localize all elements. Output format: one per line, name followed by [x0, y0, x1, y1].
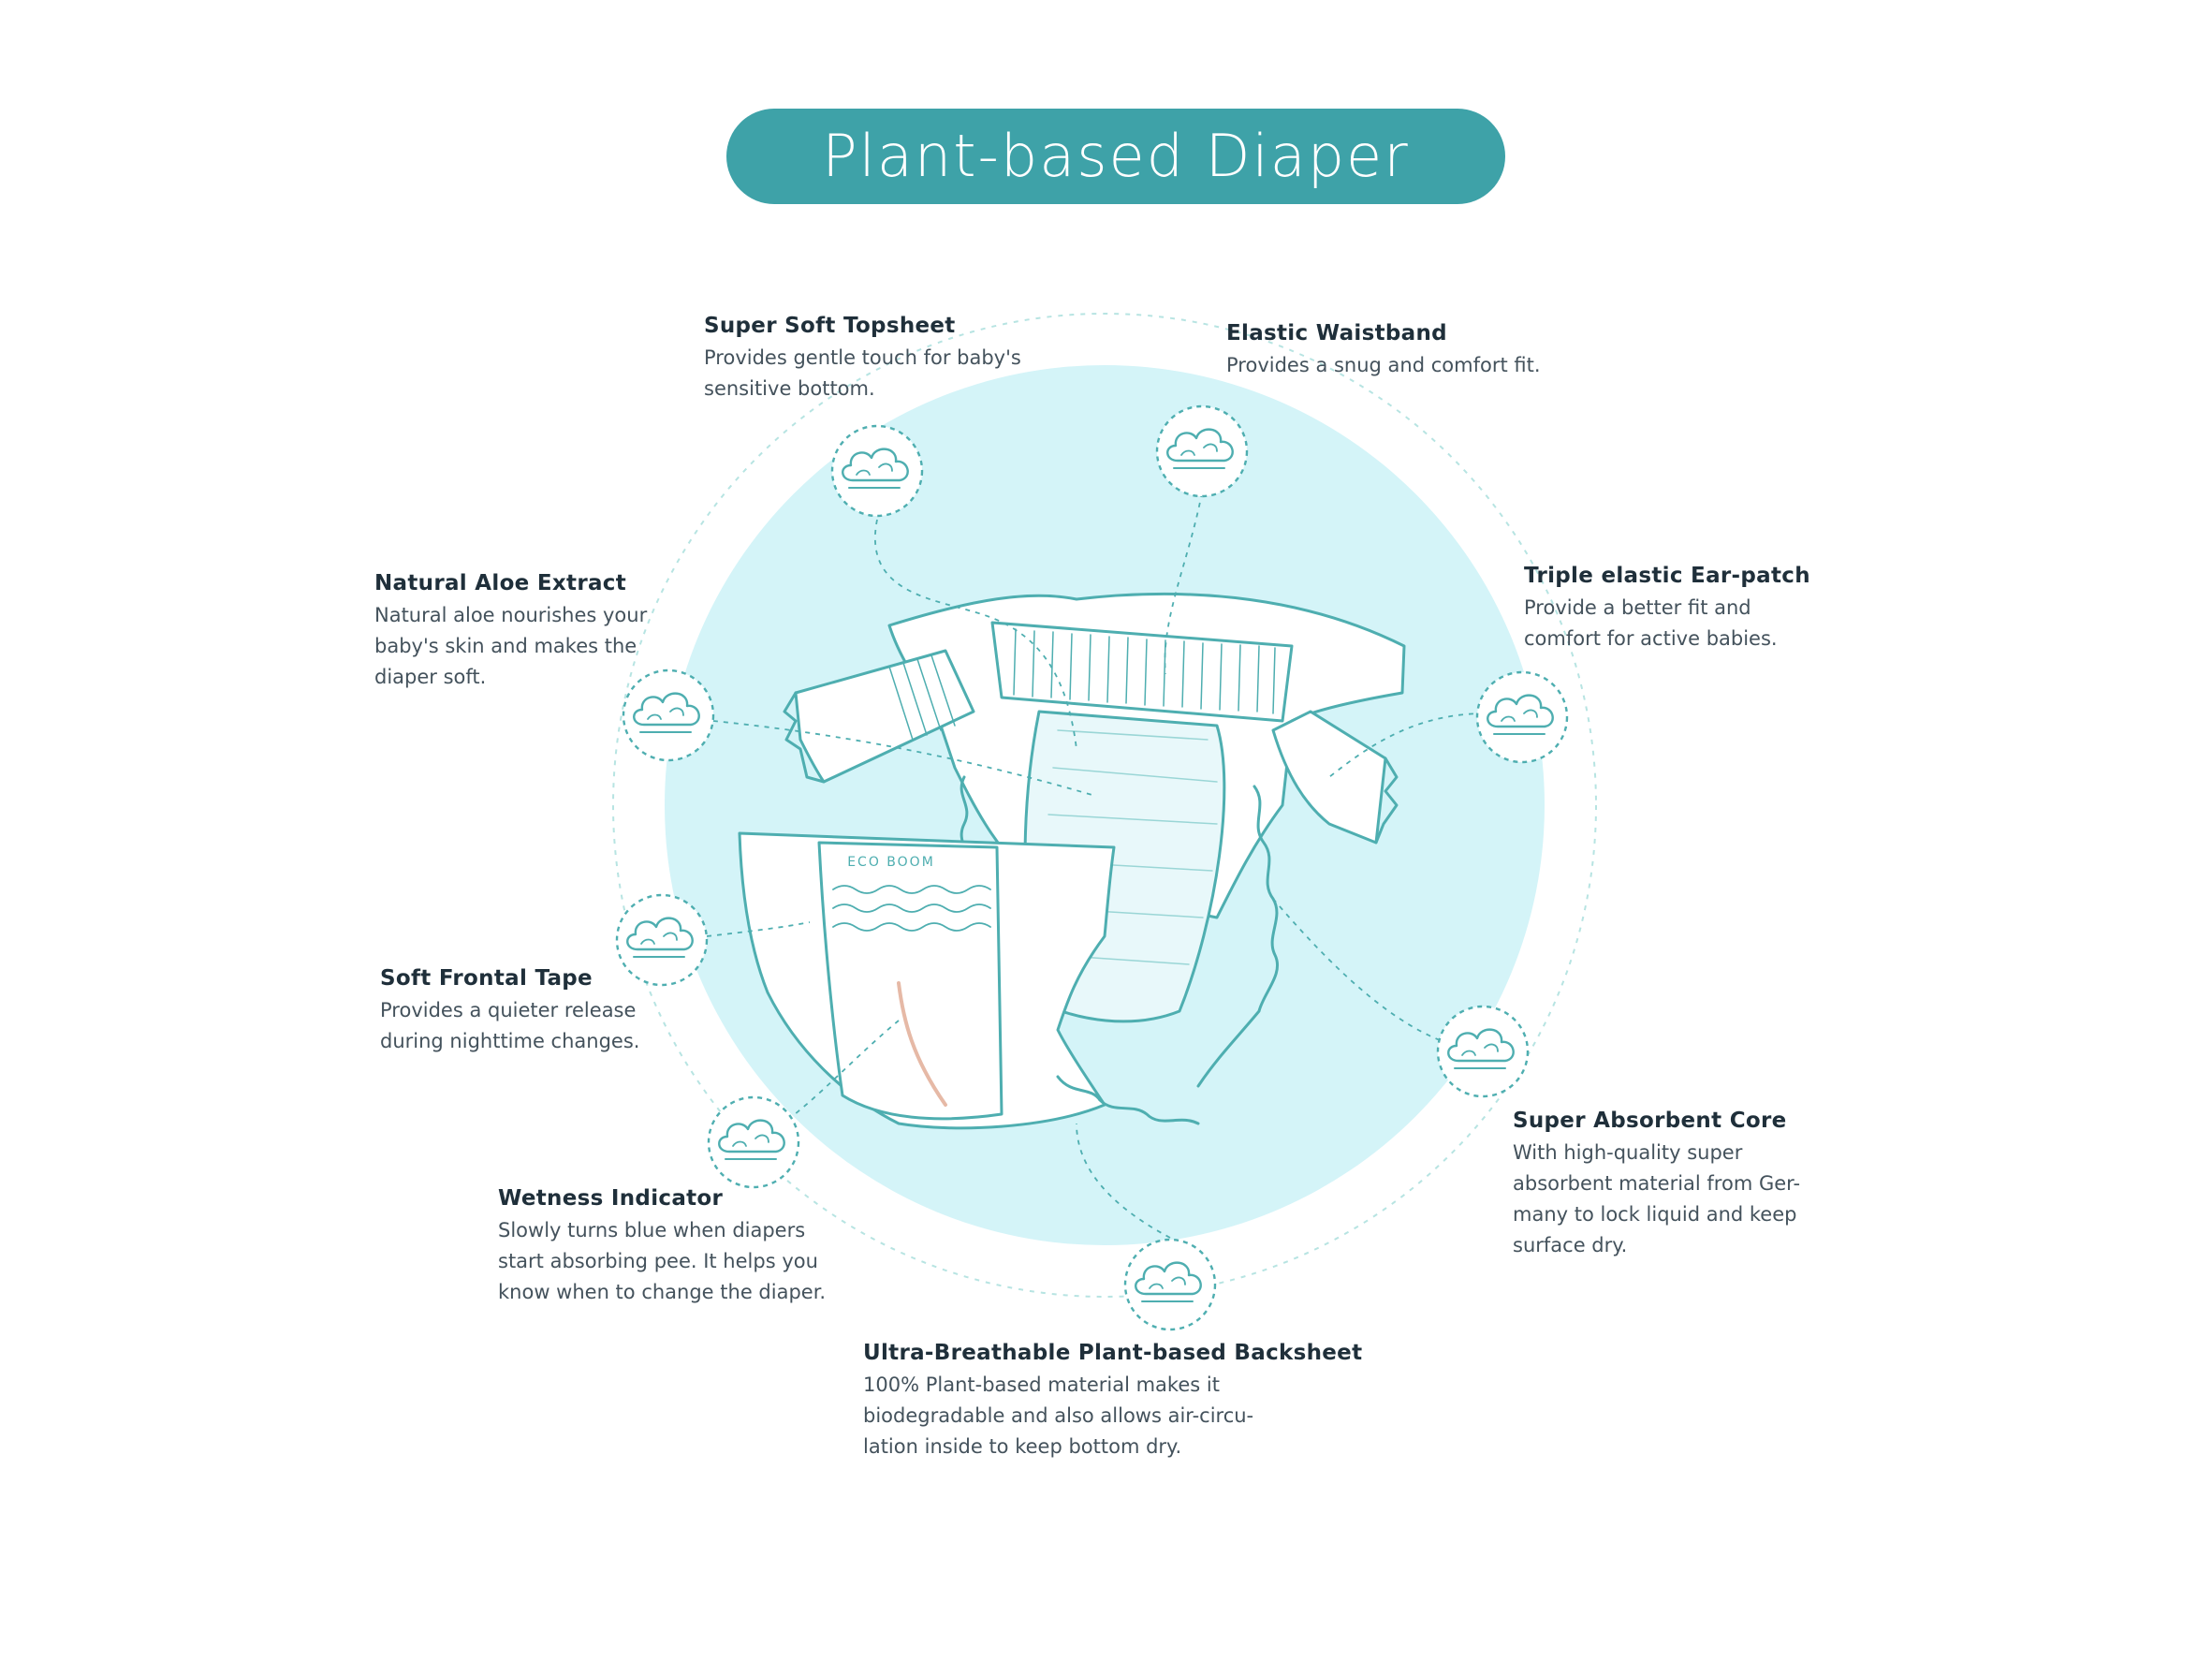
cloud-icon: [1436, 1005, 1530, 1098]
callout-natural-aloe-extract: Natural Aloe Extract Natural aloe nouris…: [374, 569, 647, 693]
page-title: Plant-based Diaper: [822, 122, 1410, 190]
callout-description: Provides a snug and comfort fit.: [1226, 354, 1541, 377]
callout-super-soft-topsheet: Super Soft Topsheet Provides gentle touc…: [704, 312, 1021, 404]
diaper-illustration: [738, 592, 1406, 1130]
callout-heading: Elastic Waistband: [1226, 321, 1447, 345]
left-tab-edge: [783, 691, 826, 784]
callout-description: Provides a quieter release during nightt…: [380, 999, 640, 1053]
right-ruffle: [1196, 785, 1279, 1088]
elastic-waistband: [990, 621, 1294, 723]
wave-pattern: [832, 885, 991, 932]
callout-triple-elastic-ear-patch: Triple elastic Ear-patch Provide a bette…: [1524, 562, 1810, 654]
callout-description: Natural aloe nourishes your baby's skin …: [374, 604, 648, 689]
callout-heading: Wetness Indicator: [498, 1186, 724, 1211]
right-ear-tab: [1271, 710, 1387, 845]
bottom-ruffle: [1056, 1075, 1200, 1125]
callout-wetness-indicator: Wetness Indicator Slowly turns blue when…: [498, 1184, 826, 1308]
cloud-icon: [707, 1095, 800, 1189]
cloud-icon: [1123, 1238, 1217, 1331]
cloud-icon: [615, 893, 709, 987]
callout-heading: Soft Frontal Tape: [380, 966, 593, 991]
waistband-ribs: [1013, 628, 1276, 714]
callout-super-absorbent-core: Super Absorbent Core With high-quality s…: [1513, 1107, 1800, 1261]
cloud-icon: [622, 668, 715, 762]
cloud-icon: [1475, 670, 1569, 764]
callout-soft-frontal-tape: Soft Frontal Tape Provides a quieter rel…: [380, 964, 639, 1057]
wetness-indicator-stripe: [897, 981, 947, 1107]
callout-description: Provides gentle touch for baby's sensiti…: [704, 346, 1021, 401]
callout-plant-based-backsheet: Ultra-Breathable Plant-based Backsheet 1…: [863, 1339, 1362, 1462]
orbit-ring: [612, 313, 1597, 1298]
callout-heading: Natural Aloe Extract: [374, 571, 627, 595]
callout-description: 100% Plant-based material makes it biode…: [863, 1374, 1254, 1459]
right-tab-edge: [1374, 757, 1399, 845]
cloud-icon: [1155, 404, 1249, 498]
left-ear-tab: [794, 649, 975, 784]
front-center-stripe: [817, 841, 1003, 1121]
callout-heading: Super Absorbent Core: [1513, 1109, 1787, 1133]
brand-logo: ECO BOOM: [847, 855, 935, 870]
callout-description: Slowly turns blue when diapers start abs…: [498, 1219, 827, 1304]
callout-description: With high-quality super absorbent materi…: [1513, 1141, 1801, 1257]
callout-elastic-waistband: Elastic Waistband Provides a snug and co…: [1226, 319, 1541, 381]
left-ear-tab-ribs: [888, 654, 956, 741]
callout-description: Provide a better fit and comfort for act…: [1524, 596, 1778, 651]
callout-heading: Triple elastic Ear-patch: [1524, 564, 1810, 588]
callout-heading: Ultra-Breathable Plant-based Backsheet: [863, 1341, 1363, 1365]
callout-heading: Super Soft Topsheet: [704, 314, 956, 338]
title-banner: Plant-based Diaper: [726, 109, 1505, 204]
cloud-icon: [830, 424, 924, 518]
